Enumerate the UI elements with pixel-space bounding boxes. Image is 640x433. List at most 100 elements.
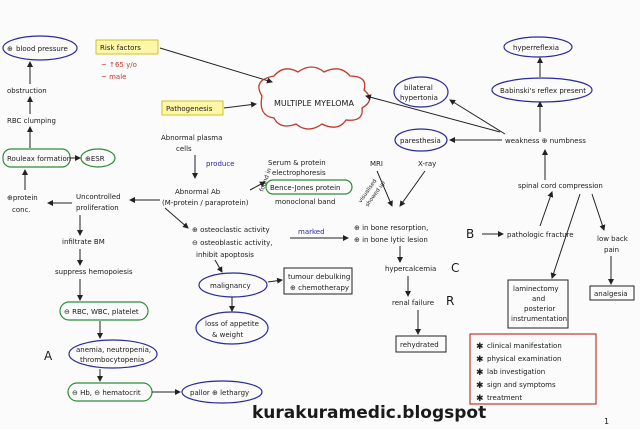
laminectomy-label-1: laminectomy xyxy=(513,285,559,293)
laminectomy-label-4: instrumentation xyxy=(511,315,567,323)
laminectomy-box xyxy=(507,279,569,329)
arrow-myeloma-weakness xyxy=(365,94,501,133)
arrow-pathogenesis-myeloma xyxy=(223,101,257,109)
pathogenesis-label: Pathogenesis xyxy=(166,105,213,113)
mri-label: MRI xyxy=(370,160,383,168)
letter-a: A xyxy=(44,349,53,363)
arrow-mri-lesion xyxy=(376,170,393,207)
bilateral-hypertonia-node xyxy=(393,76,449,108)
arrow-malignancy-tumour xyxy=(267,277,283,284)
bone-resorption-label: ⊕ in bone resorption, xyxy=(354,224,428,232)
malignancy-label: malignancy xyxy=(210,282,251,290)
legend-item: ✱ treatment xyxy=(476,394,522,404)
svg-text:clinical manifestation: clinical manifestation xyxy=(487,342,562,350)
rehydrated-box xyxy=(395,335,447,353)
arrow-fracture-spinal xyxy=(539,191,554,227)
serum-label-2: electrophoresis xyxy=(272,169,326,177)
abnormal-plasma-label-2: cells xyxy=(176,145,192,153)
pathologic-fracture-label: pathologic fracture xyxy=(507,231,574,239)
watermark: kurakuramedic.blogspot xyxy=(252,403,486,423)
protein-conc-label-1: ⊕protein xyxy=(7,194,38,202)
analgesia-box xyxy=(589,285,635,301)
abnormal-plasma-label-1: Abnormal plasma xyxy=(161,134,222,142)
arrow-xray-lesion xyxy=(399,170,426,207)
rbc-wbc-node xyxy=(59,301,149,321)
blood-pressure-label: blood pressure xyxy=(16,45,68,53)
blood-pressure-node xyxy=(2,35,78,61)
low-back-pain-label-2: pain xyxy=(604,246,619,254)
hypercalcemia-label: hypercalcemia xyxy=(385,265,436,273)
risk-factor-male: ~ male xyxy=(101,73,126,81)
arrow-bone-malignancy xyxy=(214,259,223,273)
letter-b: B xyxy=(466,227,474,241)
svg-text:physical examination: physical examination xyxy=(487,355,561,363)
uncontrolled-label-2: proliferation xyxy=(76,204,119,212)
bilateral-label-1: bilateral xyxy=(404,84,433,92)
footer-mark: 1 xyxy=(604,417,609,426)
monoclonal-label: monoclonal band xyxy=(275,198,335,206)
legend-item: ✱ sign and symptoms xyxy=(476,381,556,391)
protein-conc-label-2: conc. xyxy=(12,206,31,214)
produce-label: produce xyxy=(206,160,235,168)
letter-r: R xyxy=(446,294,454,308)
babinski-node xyxy=(491,77,593,103)
abnormal-ab-label-1: Abnormal Ab xyxy=(175,188,221,196)
pallor-node xyxy=(181,380,263,404)
hb-label: ⊖ Hb, ⊖ hematocrit xyxy=(72,389,141,397)
pathogenesis-box xyxy=(161,100,224,116)
multiple-myeloma-label: MULTIPLE MYELOMA xyxy=(274,99,354,108)
rbc-clumping-label: RBC clumping xyxy=(7,117,56,125)
multiple-myeloma-cloud xyxy=(258,66,371,130)
arrow-ab-serum xyxy=(249,181,266,191)
rbc-wbc-label: ⊖ RBC, WBC, platelet xyxy=(64,308,139,316)
legend-star-icon: ✱ xyxy=(476,342,484,352)
bilateral-label-2: hypertonia xyxy=(400,94,438,102)
arrow-spinal-laminectomy xyxy=(550,193,581,279)
paresthesia-node xyxy=(394,128,448,152)
paresthesia-label: paresthesia xyxy=(400,137,441,145)
suppress-label: suppress hemopoiesis xyxy=(55,268,133,276)
arrow-ab-bone xyxy=(164,207,189,229)
legend-star-icon: ✱ xyxy=(476,381,484,391)
spinal-compression-label: spinal cord compression xyxy=(518,182,603,190)
anemia-label-2: thrombocytopenia xyxy=(80,356,144,364)
xray-label: X-ray xyxy=(418,160,436,168)
osteoblastic-label: ⊖ osteoblastic activity, xyxy=(192,239,272,247)
legend-star-icon: ✱ xyxy=(476,394,484,404)
tumour-label-2: ⊕ chemotherapy xyxy=(290,284,349,292)
appetite-node xyxy=(195,311,269,345)
tumour-label-1: tumour debulking xyxy=(288,273,350,281)
blood-pressure-symbol: ⊕ xyxy=(7,45,13,53)
weakness-label: weakness ⊕ numbness xyxy=(505,137,586,145)
arrow-risk-myeloma xyxy=(159,47,273,84)
osteoclastic-label: ⊕ osteoclastic activity xyxy=(192,226,270,234)
anemia-node xyxy=(68,339,158,369)
lytic-lesion-label: ⊕ in bone lytic lesion xyxy=(354,236,428,244)
legend-star-icon: ✱ xyxy=(476,368,484,378)
risk-factor-age: ~ ↑65 y/o xyxy=(101,61,137,69)
svg-text:treatment: treatment xyxy=(487,394,522,402)
rehydrated-label: rehydrated xyxy=(400,341,439,349)
abnormal-ab-label-2: (M-protein / paraprotein) xyxy=(162,199,249,207)
bence-jones-node xyxy=(265,179,353,195)
anemia-label-1: anemia, neutropenia, xyxy=(76,346,151,354)
appetite-label-1: loss of appetite xyxy=(205,320,259,328)
legend-item: ✱ lab investigation xyxy=(476,368,545,378)
arrow-weakness-bilateral xyxy=(449,99,506,135)
bence-jones-label: Bence-Jones protein xyxy=(270,184,340,192)
serum-label-1: Serum & protein xyxy=(268,159,326,167)
uncontrolled-label-1: Uncontrolled xyxy=(76,193,121,201)
risk-factors-box xyxy=(95,39,159,55)
renal-failure-label: renal failure xyxy=(392,299,434,307)
tumour-box xyxy=(283,267,353,295)
hyperreflexia-node xyxy=(503,36,573,58)
legend-star-icon: ✱ xyxy=(476,355,484,365)
legend-item: ✱ physical examination xyxy=(476,355,561,365)
laminectomy-label-3: posterior xyxy=(524,305,556,313)
legend-item: ✱ clinical manifestation xyxy=(476,342,562,352)
marked-label: marked xyxy=(298,228,325,236)
svg-text:sign and symptoms: sign and symptoms xyxy=(487,381,556,389)
hyperreflexia-label: hyperreflexia xyxy=(513,44,559,52)
